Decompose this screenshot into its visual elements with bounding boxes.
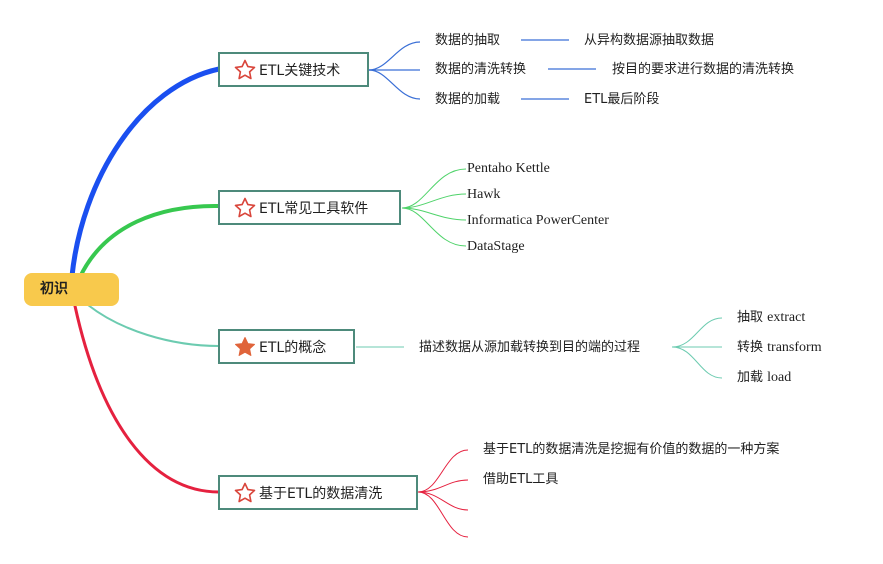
branch-line-etl-concept — [87, 304, 220, 347]
star-outline-icon — [233, 196, 257, 220]
star-outline-icon — [233, 481, 257, 505]
child-lines-etl-tools — [401, 168, 467, 247]
child-lines-etl-cleaning — [417, 449, 469, 538]
leaf-cn: 抽取 — [737, 310, 764, 325]
leaf-detail-loading[interactable]: ETL最后阶段 — [584, 92, 660, 107]
leaf-detail-cleaning-transform[interactable]: 按目的要求进行数据的清洗转换 — [612, 62, 795, 77]
topic-etl-cleaning[interactable]: 基于ETL的数据清洗 — [218, 475, 418, 510]
leaf-hawk[interactable]: Hawk — [467, 187, 501, 202]
topic-label: ETL关键技术 — [259, 62, 341, 79]
child-lines-etl-key-tech — [368, 39, 596, 100]
branch-line-etl-key-tech — [69, 66, 222, 279]
leaf-transform[interactable]: 转换 transform — [737, 339, 822, 357]
star-filled-icon — [233, 335, 257, 359]
topic-label: ETL的概念 — [259, 339, 327, 356]
leaf-with-etl-tools[interactable]: 借助ETL工具 — [483, 472, 559, 487]
branch-line-etl-cleaning — [73, 304, 221, 494]
topic-etl-key-tech[interactable]: ETL关键技术 — [218, 52, 369, 87]
leaf-en: transform — [767, 340, 822, 355]
leaf-cn: 转换 — [737, 340, 764, 355]
leaf-en: extract — [767, 310, 806, 325]
leaf-cn: 加载 — [737, 370, 764, 385]
leaf-datastage[interactable]: DataStage — [467, 239, 525, 254]
star-outline-icon — [233, 58, 257, 82]
leaf-data-cleaning-transform[interactable]: 数据的清洗转换 — [435, 62, 527, 77]
leaf-pentaho-kettle[interactable]: Pentaho Kettle — [467, 161, 550, 176]
topic-label: ETL常见工具软件 — [259, 200, 369, 217]
topic-etl-tools[interactable]: ETL常见工具软件 — [218, 190, 401, 225]
leaf-data-loading[interactable]: 数据的加载 — [435, 92, 501, 107]
root-topic[interactable]: 初识 — [24, 273, 119, 306]
leaf-cleaning-scheme[interactable]: 基于ETL的数据清洗是挖掘有价值的数据的一种方案 — [483, 442, 780, 457]
leaf-concept-description[interactable]: 描述数据从源加载转换到目的端的过程 — [419, 340, 641, 355]
leaf-detail-extraction[interactable]: 从异构数据源抽取数据 — [584, 33, 715, 48]
leaf-extract[interactable]: 抽取 extract — [737, 309, 805, 327]
leaf-en: load — [767, 370, 792, 385]
branch-line-etl-tools — [78, 203, 221, 279]
topic-label: 基于ETL的数据清洗 — [259, 485, 383, 502]
topic-etl-concept[interactable]: ETL的概念 — [218, 329, 355, 364]
leaf-informatica-powercenter[interactable]: Informatica PowerCenter — [467, 213, 609, 228]
leaf-data-extraction[interactable]: 数据的抽取 — [435, 33, 501, 48]
child-lines-etl-concept — [356, 317, 723, 379]
leaf-load[interactable]: 加载 load — [737, 369, 791, 387]
